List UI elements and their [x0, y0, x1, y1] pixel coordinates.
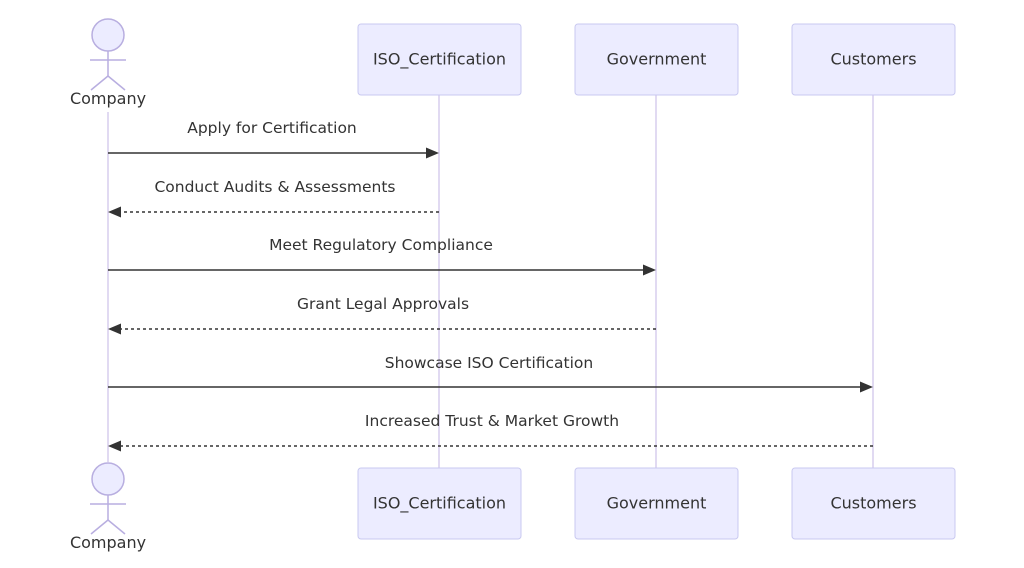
participant-box: [357, 467, 522, 540]
participant-iso-certification-bottom: ISO_Certification: [357, 467, 522, 540]
actor-company-bottom: Company: [70, 462, 146, 552]
message-4: Grant Legal Approvals: [108, 295, 656, 335]
message-2: Conduct Audits & Assessments: [108, 178, 439, 218]
participant-label: Company: [70, 89, 146, 108]
arrowhead-right: [643, 264, 656, 276]
participant-label: Customers: [830, 494, 916, 513]
participant-box: [357, 23, 522, 96]
participant-label: Customers: [830, 50, 916, 69]
actor-company-top: Company: [70, 18, 146, 108]
arrowhead-right: [426, 147, 439, 159]
actor-leg-left: [90, 519, 109, 535]
participant-box: [574, 467, 739, 540]
message-label: Conduct Audits & Assessments: [154, 178, 395, 196]
arrowhead-left: [108, 206, 121, 218]
actor-leg-right: [107, 75, 126, 91]
arrowhead-left: [108, 323, 121, 335]
participant-box: [791, 467, 956, 540]
participant-label: Company: [70, 533, 146, 552]
participant-label: ISO_Certification: [373, 50, 506, 70]
message-1: Apply for Certification: [108, 119, 439, 159]
message-label: Meet Regulatory Compliance: [269, 236, 493, 254]
message-5: Showcase ISO Certification: [108, 354, 873, 393]
actor-head: [91, 462, 125, 496]
message-3: Meet Regulatory Compliance: [108, 236, 656, 276]
arrowhead-right: [860, 381, 873, 393]
participant-customers-bottom: Customers: [791, 467, 956, 540]
participant-iso-certification-top: ISO_Certification: [357, 23, 522, 96]
message-label: Apply for Certification: [187, 119, 357, 137]
message-label: Showcase ISO Certification: [385, 354, 594, 372]
actor-leg-right: [107, 519, 126, 535]
actor-head: [91, 18, 125, 52]
participant-box: [791, 23, 956, 96]
participant-label: ISO_Certification: [373, 494, 506, 514]
message-6: Increased Trust & Market Growth: [108, 412, 873, 452]
actor-leg-left: [90, 75, 109, 91]
message-label: Increased Trust & Market Growth: [365, 412, 619, 430]
participant-label: Government: [607, 50, 707, 69]
message-label: Grant Legal Approvals: [297, 295, 469, 313]
arrowhead-left: [108, 440, 121, 452]
participant-government-bottom: Government: [574, 467, 739, 540]
participant-government-top: Government: [574, 23, 739, 96]
participant-customers-top: Customers: [791, 23, 956, 96]
participant-label: Government: [607, 494, 707, 513]
participant-box: [574, 23, 739, 96]
